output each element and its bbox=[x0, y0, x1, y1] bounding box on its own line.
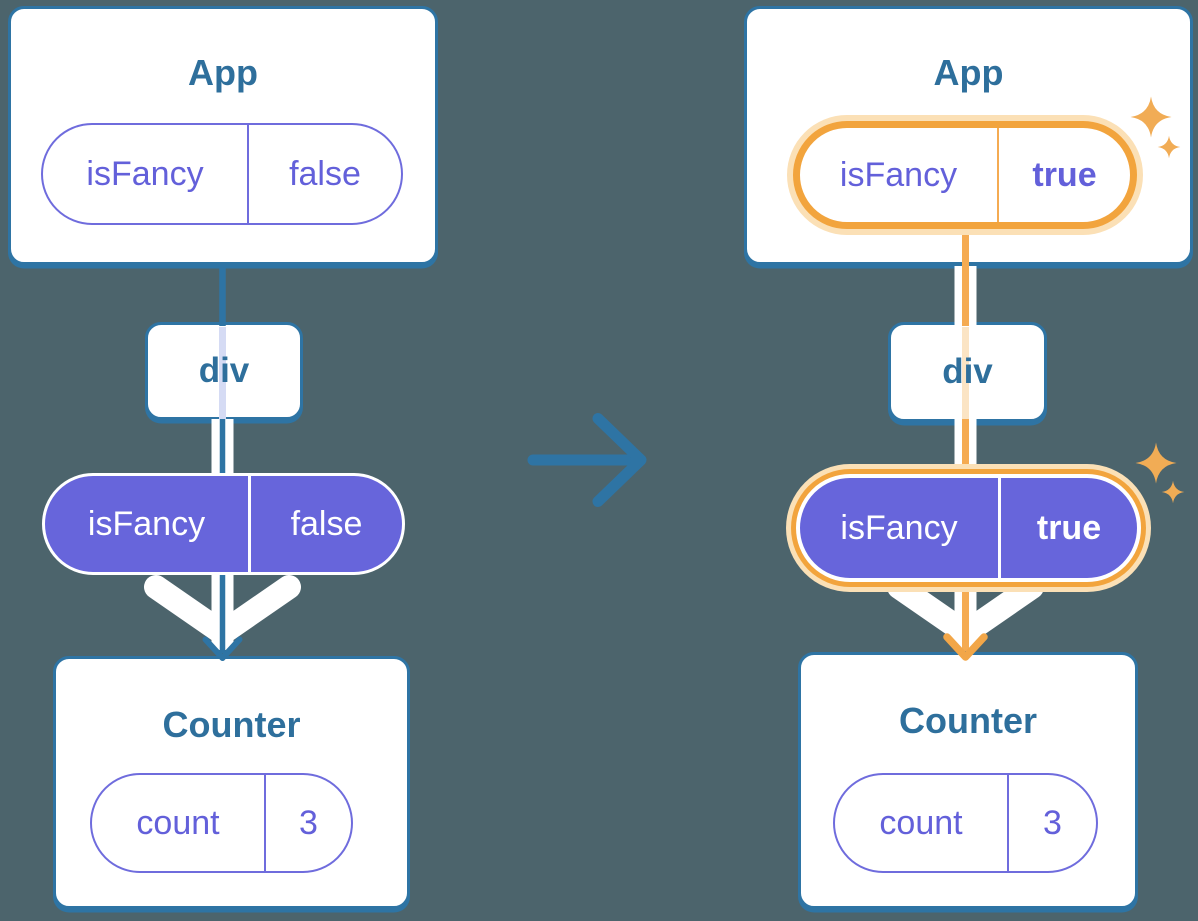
transition-arrow-icon bbox=[527, 413, 647, 507]
prop-key-text: isFancy bbox=[87, 504, 206, 543]
pill-value-cell: 3 bbox=[1007, 775, 1096, 871]
passed-prop-pill-before: isFancy false bbox=[42, 473, 405, 575]
sparkle-icon bbox=[1161, 480, 1185, 504]
counter-state-pill-after: count 3 bbox=[833, 773, 1098, 873]
counter-title-text: Counter bbox=[899, 700, 1037, 741]
state-key-text: count bbox=[136, 803, 220, 842]
pill-key-cell: count bbox=[92, 775, 264, 871]
pill-key-cell: isFancy bbox=[45, 476, 248, 572]
prop-arrow-chevron-after bbox=[887, 575, 1044, 645]
prop-key-text: isFancy bbox=[840, 508, 958, 547]
prop-key-text: isFancy bbox=[86, 154, 204, 193]
prop-key-text: isFancy bbox=[839, 155, 958, 194]
state-key-text: count bbox=[879, 803, 963, 842]
pill-key-cell: isFancy bbox=[43, 125, 247, 223]
counter-state-pill-before: count 3 bbox=[90, 773, 353, 873]
div-label-text: div bbox=[942, 352, 993, 391]
prop-value-text: true bbox=[1032, 155, 1097, 194]
app-title-after: App bbox=[744, 50, 1193, 96]
passed-prop-pill-after: isFancy true bbox=[796, 474, 1141, 582]
pill-value-cell: true bbox=[998, 478, 1137, 578]
prop-value-text: false bbox=[289, 154, 361, 193]
pill-value-cell: false bbox=[247, 125, 401, 223]
app-title-before: App bbox=[8, 50, 438, 96]
app-prop-pill-before: isFancy false bbox=[41, 123, 403, 225]
app-title-text: App bbox=[933, 52, 1004, 93]
pill-value-cell: 3 bbox=[264, 775, 351, 871]
sparkle-icon bbox=[1135, 442, 1177, 484]
app-prop-pill-after: isFancy true bbox=[793, 121, 1137, 229]
pill-key-cell: isFancy bbox=[800, 128, 997, 222]
app-title-text: App bbox=[188, 52, 258, 93]
pill-value-cell: false bbox=[248, 476, 402, 572]
pill-value-cell: true bbox=[997, 128, 1130, 222]
counter-title-text: Counter bbox=[162, 704, 301, 745]
prop-arrow-chevron-before bbox=[144, 575, 301, 645]
state-value-text: 3 bbox=[1043, 803, 1062, 842]
pill-key-cell: count bbox=[835, 775, 1007, 871]
div-label-after: div bbox=[888, 322, 1047, 422]
counter-title-after: Counter bbox=[798, 698, 1138, 744]
prop-value-text: false bbox=[290, 504, 363, 543]
state-value-text: 3 bbox=[299, 803, 318, 842]
div-label-text: div bbox=[198, 351, 250, 390]
div-label-before: div bbox=[145, 322, 303, 420]
counter-title-before: Counter bbox=[53, 702, 410, 748]
pill-key-cell: isFancy bbox=[800, 478, 998, 578]
prop-value-text: true bbox=[1036, 508, 1102, 547]
